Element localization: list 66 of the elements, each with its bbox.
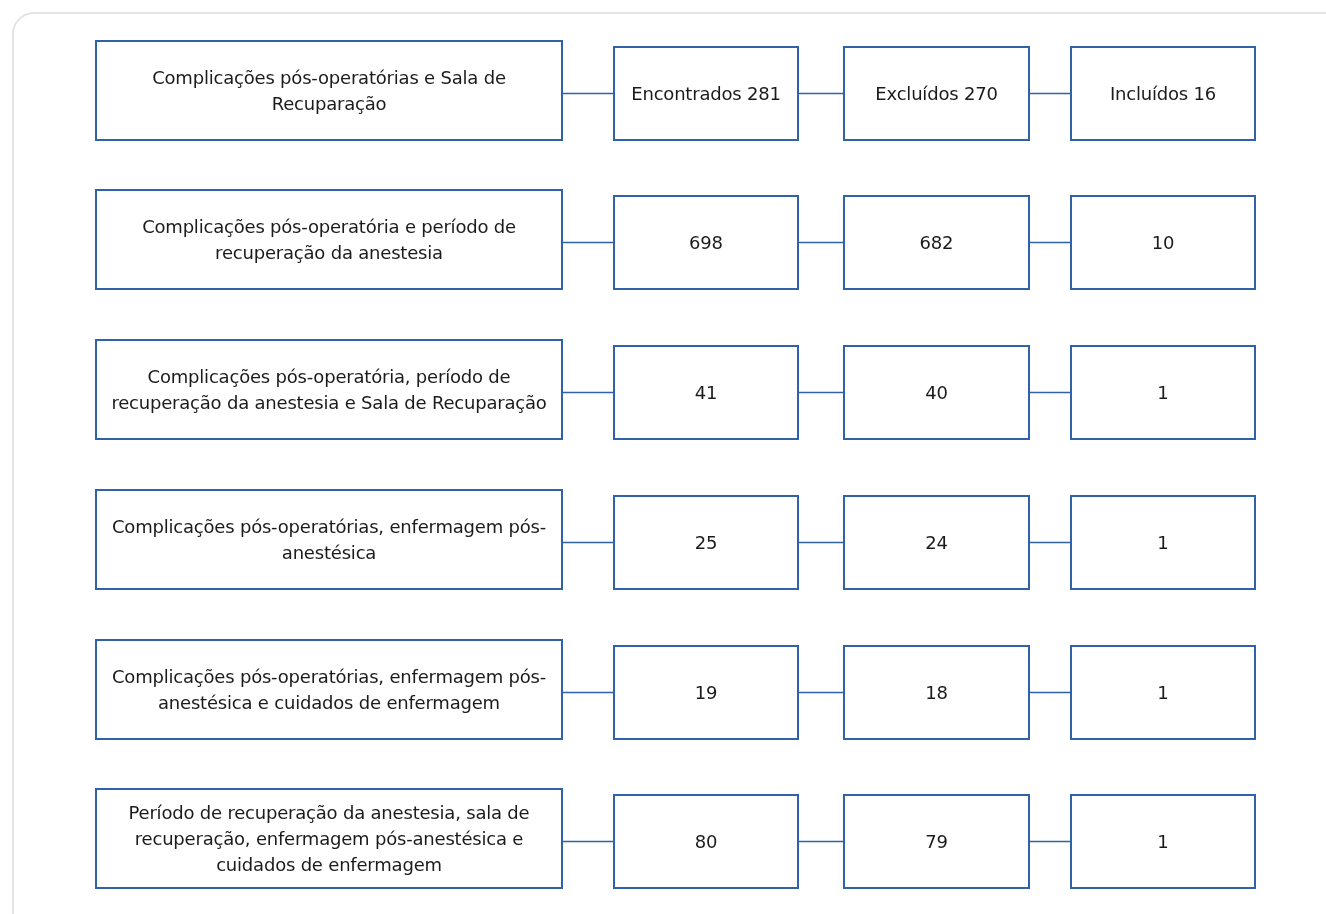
- search-terms-box: [95, 489, 563, 590]
- box-text: 18: [925, 680, 948, 705]
- connector-line: [798, 541, 844, 544]
- connector-line: [562, 691, 614, 694]
- connector-line: [798, 840, 844, 843]
- box-text: Complicações pós-operatórias, enfermagem pós-anestésica e cuidados de enfermagem: [110, 664, 548, 715]
- search-terms-box: [95, 339, 563, 440]
- connector-line: [1029, 391, 1071, 394]
- count-box: [843, 645, 1030, 740]
- box-text: 1: [1157, 530, 1169, 555]
- count-box: [843, 794, 1030, 889]
- box-text: Complicações pós-operatória e período de recuperação da anestesia: [141, 214, 517, 265]
- box-text: 25: [694, 530, 718, 555]
- connector-line: [1029, 241, 1071, 244]
- search-terms-box: [95, 189, 563, 290]
- count-box: [613, 645, 799, 740]
- count-box: [1070, 794, 1256, 889]
- box-text: Excluídos 270: [875, 81, 998, 106]
- connector-line: [1029, 92, 1071, 95]
- box-text: Incluídos 16: [1109, 81, 1217, 106]
- count-box: [843, 495, 1030, 590]
- count-box: [613, 195, 799, 290]
- count-box: [1070, 195, 1256, 290]
- box-text: Complicações pós-operatórias, enfermagem pós-anestésica: [110, 514, 548, 565]
- connector-line: [798, 92, 844, 95]
- search-terms-box: [95, 639, 563, 740]
- connector-line: [1029, 541, 1071, 544]
- count-box: [613, 345, 799, 440]
- connector-line: [798, 391, 844, 394]
- connector-line: [562, 92, 614, 95]
- box-text: 1: [1157, 380, 1169, 405]
- count-box: [843, 345, 1030, 440]
- box-text: Período de recuperação da anestesia, sala de recuperação, enfermagem pós-anestésica e cuidados de enfermagem: [127, 800, 531, 877]
- connector-line: [562, 391, 614, 394]
- box-text: Complicações pós-operatórias e Sala de Recuparação: [151, 65, 507, 116]
- box-text: 24: [925, 530, 948, 555]
- count-box: [1070, 495, 1256, 590]
- connector-line: [798, 241, 844, 244]
- connector-line: [1029, 840, 1071, 843]
- count-box: [843, 195, 1030, 290]
- box-text: 1: [1157, 680, 1169, 705]
- connector-line: [562, 241, 614, 244]
- box-text: Encontrados 281: [631, 81, 781, 106]
- connector-line: [1029, 691, 1071, 694]
- count-box: [843, 46, 1030, 141]
- box-text: 41: [694, 380, 718, 405]
- box-text: 80: [694, 829, 718, 854]
- box-text: Complicações pós-operatória, período de recuperação da anestesia e Sala de Recuparação: [110, 364, 548, 415]
- count-box: [613, 794, 799, 889]
- count-box: [613, 495, 799, 590]
- connector-line: [562, 541, 614, 544]
- count-box: [1070, 345, 1256, 440]
- search-terms-box: [95, 40, 563, 141]
- box-text: 40: [925, 380, 948, 405]
- connector-line: [798, 691, 844, 694]
- count-box: [1070, 645, 1256, 740]
- box-text: 10: [1151, 230, 1175, 255]
- box-text: 19: [694, 680, 718, 705]
- count-box: [1070, 46, 1256, 141]
- box-text: 1: [1157, 829, 1169, 854]
- box-text: 698: [689, 230, 723, 255]
- search-terms-box: [95, 788, 563, 889]
- count-box: [613, 46, 799, 141]
- connector-line: [562, 840, 614, 843]
- box-text: 79: [925, 829, 948, 854]
- box-text: 682: [919, 230, 954, 255]
